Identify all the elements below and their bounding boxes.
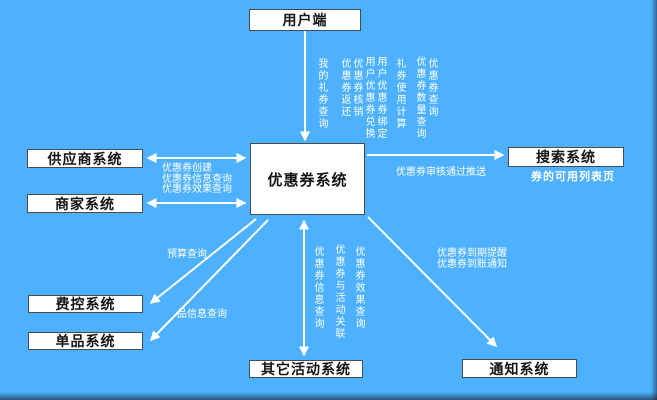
edge-label-coupon-query: 优惠券查询 [426, 58, 437, 118]
edge-label-notification: 优惠券到期提醒 优惠券到账通知 [437, 248, 507, 270]
edge-label-supplier-merchant: 优惠券创建 优惠券信息查询 优惠券效果查询 [162, 163, 232, 196]
edge-label-coupon-approved-push: 优惠券审核通过推送 [396, 167, 486, 178]
edge-label-coupon-return: 优惠券返还 [339, 58, 350, 118]
node-notification-system: 通知系统 [462, 359, 577, 378]
node-client: 用户端 [249, 9, 361, 31]
screen-edge-shadow-bottom [0, 392, 657, 400]
edge-label-coupon-expiry-reminder: 优惠券到期提醒 [437, 248, 507, 259]
edge-label-coupon-writeoff: 优惠券核销 [351, 58, 362, 118]
edge-label-my-coupon-query: 我的礼券查询 [316, 58, 327, 130]
edge-label-coupon-activity-link: 优惠券与活动关联 [333, 244, 344, 340]
node-supplier-system: 供应商系统 [27, 149, 143, 168]
node-product-system: 单品系统 [28, 332, 143, 350]
screen-edge-shadow-right [651, 0, 657, 400]
edge-label-activity-coupon-effect-query: 优惠券效果查询 [353, 246, 364, 330]
arrow-coupon-to-product [149, 219, 269, 342]
edge-label-coupon-create: 优惠券创建 [162, 163, 212, 174]
edge-label-user-coupon-redeem: 用户优惠券兑换 [363, 56, 374, 140]
search-system-caption: 券的可用列表页 [531, 171, 615, 183]
edge-label-coupon-arrival-notice: 优惠券到账通知 [437, 258, 507, 270]
arrow-coupon-to-notification [367, 216, 498, 348]
edge-label-coupon-info-query: 优惠券信息查询 [162, 173, 232, 185]
edge-label-user-coupon-bind: 用户优惠券绑定 [375, 56, 386, 140]
node-other-activity-system: 其它活动系统 [249, 360, 363, 378]
edge-label-budget-query: 预算查询 [167, 249, 207, 260]
node-merchant-system: 商家系统 [27, 194, 143, 213]
edge-label-product-info-query: 品信息查询 [177, 309, 227, 320]
edge-label-coupon-usage-calc: 礼券使用计算 [394, 58, 405, 130]
edge-label-coupon-count-query: 优惠券数量查询 [414, 56, 425, 140]
node-search-system: 搜索系统 [508, 147, 624, 167]
edge-label-activity-coupon-info-query: 优惠券信息查询 [312, 246, 323, 330]
edge-label-coupon-effect-query: 优惠券效果查询 [162, 184, 232, 195]
arrow-coupon-to-cost-control [149, 218, 257, 304]
node-coupon-system: 优惠券系统 [250, 143, 365, 215]
node-cost-control-system: 费控系统 [28, 295, 143, 313]
